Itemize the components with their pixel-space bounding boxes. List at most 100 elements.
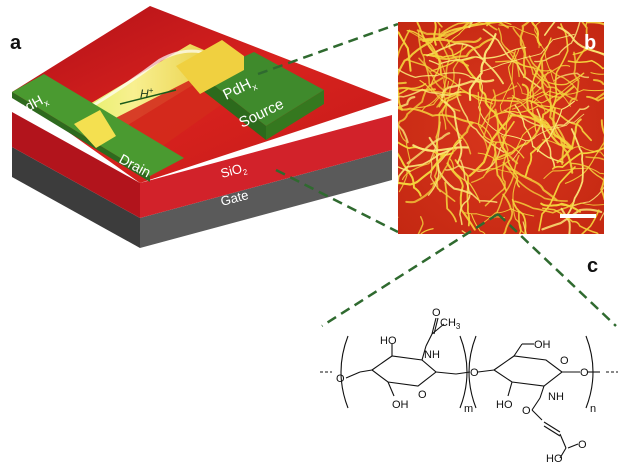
nanofiber	[398, 176, 399, 181]
nanofiber	[536, 100, 575, 153]
nanofiber	[435, 94, 460, 149]
nanofiber	[529, 89, 604, 104]
nanofiber	[477, 91, 525, 159]
nanofiber	[415, 80, 450, 109]
nh-right-label: NH	[548, 391, 564, 403]
acid-o-label: O	[578, 439, 587, 451]
chemical-structure	[320, 317, 618, 459]
nanofiber	[536, 108, 556, 168]
nanofiber	[492, 85, 575, 162]
nanofiber	[448, 136, 481, 204]
nanofiber	[600, 119, 604, 201]
nanofiber	[540, 202, 582, 213]
proton-arrow	[119, 89, 177, 105]
nanofiber	[398, 123, 409, 144]
nanofiber	[512, 113, 585, 161]
nanofiber	[493, 105, 561, 117]
nanofiber	[398, 30, 412, 72]
nanofiber	[459, 159, 498, 203]
nanofiber	[502, 50, 516, 150]
nanofiber	[398, 68, 487, 83]
nanofiber	[398, 96, 416, 109]
nanofiber-network	[398, 22, 604, 234]
nanofiber	[446, 162, 476, 231]
nanofiber	[406, 29, 441, 87]
nanofiber	[528, 55, 554, 112]
nanofiber	[514, 200, 574, 214]
nanofiber	[454, 159, 471, 227]
ho-left-label: HO	[380, 335, 397, 347]
maleyl-o-label: O	[522, 405, 531, 417]
nanofiber	[416, 22, 442, 76]
afm-image: b	[398, 22, 604, 234]
nanofiber	[592, 79, 604, 86]
nanofiber	[486, 71, 549, 121]
nanofiber	[443, 22, 512, 50]
ring-right	[493, 355, 563, 387]
oxide-layer-side	[140, 115, 392, 218]
nanofiber	[586, 22, 604, 26]
nanofiber	[471, 159, 511, 184]
nanofiber	[567, 59, 604, 70]
nanofiber	[485, 22, 509, 29]
chemical-labels: CH3 O NH HO OH O O O OH O NH HO O O HO O…	[336, 307, 596, 465]
nanofiber	[459, 194, 471, 226]
repeat-n-label: n	[590, 403, 596, 415]
channel-highlight	[81, 49, 211, 114]
oh-right-label: OH	[534, 339, 551, 351]
nanofiber	[575, 22, 589, 64]
nanofiber	[420, 228, 434, 234]
source-contact	[176, 40, 244, 94]
nanofiber	[419, 37, 482, 44]
nanofiber	[542, 207, 599, 234]
nanofiber	[468, 114, 513, 177]
nanofiber	[566, 128, 584, 217]
nanofiber	[552, 146, 604, 170]
link-o-right-label: O	[580, 367, 589, 379]
nanofiber	[541, 139, 604, 157]
proton-text: H+	[140, 86, 154, 101]
nanofiber	[534, 22, 542, 49]
nanofiber	[398, 152, 422, 197]
nanofiber	[417, 216, 424, 234]
oh-left-label: OH	[392, 399, 409, 411]
nanofiber	[544, 22, 556, 36]
zoom-line-a-b-top	[257, 22, 399, 76]
nanofiber	[560, 207, 571, 234]
nanofiber	[419, 79, 462, 96]
nanofiber	[497, 27, 520, 78]
nanofiber	[528, 99, 592, 142]
carbonyl-o-label: O	[432, 307, 441, 319]
nanofiber	[428, 46, 527, 66]
nanofiber	[423, 44, 468, 59]
ring-o-right-label: O	[560, 355, 569, 367]
oxide-layer-front	[12, 112, 140, 218]
panel-a-letter: a	[10, 32, 22, 54]
nanofiber	[398, 29, 411, 59]
nanofiber	[433, 22, 437, 46]
nanofiber	[530, 52, 545, 133]
nanofiber	[398, 150, 449, 186]
nanofiber	[444, 181, 457, 223]
acetyl-ch3: CH3	[440, 317, 461, 331]
nanofiber	[528, 64, 571, 94]
source-electrode-side	[266, 90, 324, 140]
ring-o-left-label: O	[418, 389, 427, 401]
nanofiber	[468, 33, 497, 102]
nanofiber	[580, 209, 600, 234]
nanofiber	[511, 95, 572, 147]
nanofiber	[502, 161, 558, 202]
nanofiber	[494, 108, 519, 165]
scale-bar	[560, 214, 596, 218]
nanofiber	[441, 99, 463, 164]
bracket-close-m	[459, 335, 468, 409]
panel-c-letter: c	[587, 255, 598, 277]
nanofiber	[478, 70, 526, 142]
zoom-line-a-b-bottom	[275, 168, 399, 234]
nanofiber	[538, 166, 576, 232]
nanofiber	[398, 153, 446, 186]
gate-layer-front	[12, 147, 140, 248]
nanofiber	[480, 33, 575, 73]
nanofiber	[571, 186, 604, 207]
